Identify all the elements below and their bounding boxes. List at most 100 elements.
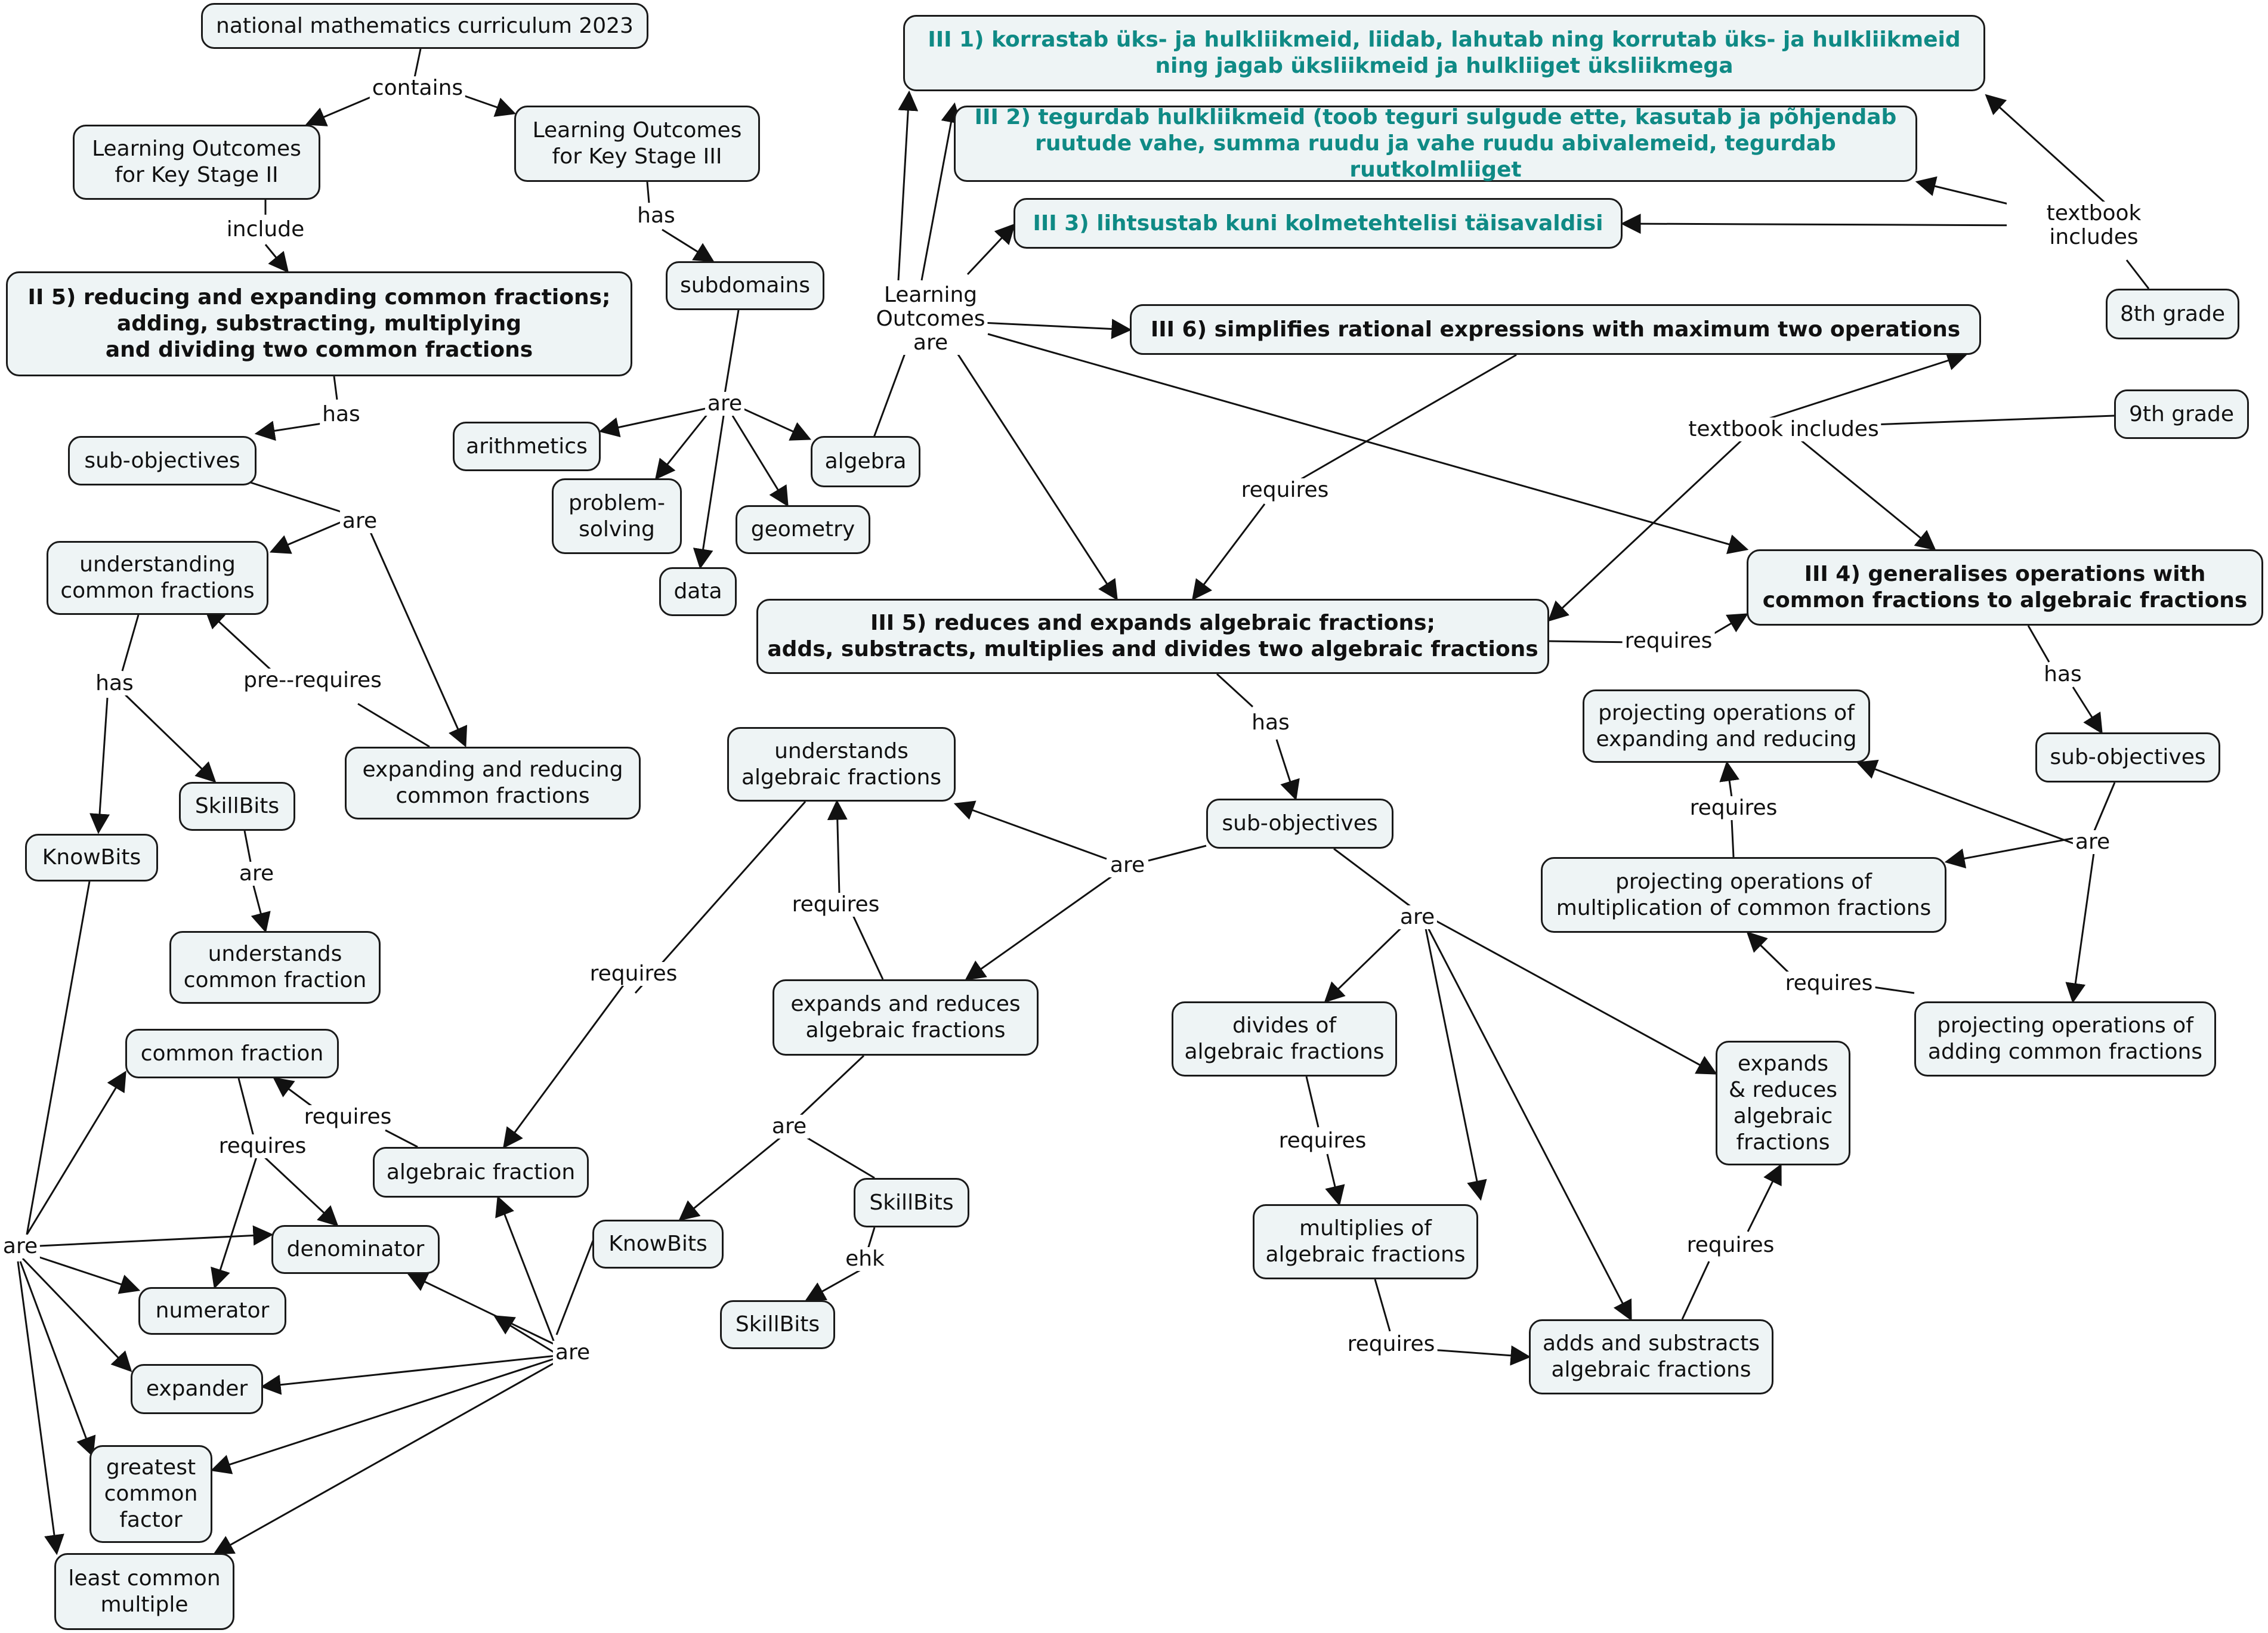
node-subdomains[interactable]: subdomains — [666, 261, 824, 310]
node-knowbits-mid[interactable]: KnowBits — [592, 1220, 724, 1269]
connector-line — [261, 1154, 339, 1227]
connector-line — [1620, 214, 2049, 234]
connector-line — [1944, 837, 2075, 869]
connector-line — [26, 1225, 274, 1248]
label-are-lower-mid: are — [552, 1341, 593, 1365]
node-skillbits-mid[interactable]: SkillBits — [854, 1178, 969, 1227]
node-iii1-text: III 1) korrastab üks- ja hulkliikmeid, l… — [928, 27, 1961, 78]
connector-line — [1681, 1261, 1710, 1320]
node-iii5[interactable]: III 5) reduces and expands algebraic fra… — [756, 599, 1549, 674]
connector-line — [210, 1357, 557, 1474]
node-algebra[interactable]: algebra — [811, 436, 920, 487]
node-understanding-cf[interactable]: understanding common fractions — [47, 541, 268, 615]
label-prerequires: pre--requires — [241, 669, 384, 692]
node-algebraic-fraction-text: algebraic fraction — [386, 1159, 576, 1184]
node-grade8[interactable]: 8th grade — [2106, 289, 2239, 339]
node-lcm-text: least common multiple — [68, 1566, 221, 1617]
node-skillbits-mid2-text: SkillBits — [735, 1312, 820, 1337]
connector-line — [1422, 1345, 1531, 1366]
node-arithmetics[interactable]: arithmetics — [453, 422, 601, 471]
node-knowbits-left[interactable]: KnowBits — [25, 834, 158, 882]
node-iii1[interactable]: III 1) korrastab üks- ja hulkliikmeid, l… — [903, 15, 1985, 91]
node-ii5[interactable]: II 5) reducing and expanding common frac… — [6, 271, 632, 376]
label-are-subdomains: are — [704, 392, 745, 416]
node-proj-adding[interactable]: projecting operations of adding common f… — [1914, 1001, 2216, 1077]
node-grade9[interactable]: 9th grade — [2114, 389, 2249, 439]
connector-line — [250, 481, 353, 517]
node-expands-reduces-af[interactable]: expands and reduces algebraic fractions — [773, 979, 1039, 1056]
node-problem-solving-text: problem- solving — [568, 490, 665, 542]
connector-line — [1148, 845, 1207, 862]
connector-line — [26, 881, 91, 1235]
connector-line — [17, 1261, 64, 1555]
connector-line — [237, 1078, 255, 1137]
node-sub-objectives-left[interactable]: sub-objectives — [68, 436, 257, 485]
node-expands-reduces-af-text: expands and reduces algebraic fractions — [790, 992, 1021, 1043]
node-expanding-reducing-cf[interactable]: expanding and reducing common fractions — [345, 747, 641, 819]
node-adds-subs-af[interactable]: adds and substracts algebraic fractions — [1529, 1319, 1773, 1394]
connector-line — [493, 1315, 557, 1355]
node-understands-af[interactable]: understands algebraic fractions — [727, 727, 956, 802]
node-sub-objectives-mid[interactable]: sub-objectives — [1206, 799, 1393, 849]
node-sub-objectives-left-text: sub-objectives — [84, 448, 240, 473]
connector-line — [852, 915, 884, 980]
label-contains: contains — [369, 76, 466, 100]
connector-line — [2027, 625, 2050, 663]
connector-line — [2072, 686, 2103, 734]
node-common-fraction-text: common fraction — [140, 1041, 324, 1066]
node-proj-expanding-text: projecting operations of expanding and r… — [1596, 700, 1857, 751]
node-understands-cf-text: understands common fraction — [183, 942, 367, 992]
connector-line — [357, 703, 430, 748]
node-proj-expanding[interactable]: projecting operations of expanding and r… — [1583, 689, 1870, 763]
connector-line — [502, 985, 625, 1149]
node-divides-af[interactable]: divides of algebraic fractions — [1172, 1001, 1397, 1077]
node-proj-mult-text: projecting operations of multiplication … — [1556, 869, 1932, 920]
connector-line — [273, 1077, 317, 1111]
connector-line — [1275, 739, 1300, 801]
connector-line — [1731, 819, 1735, 858]
node-denominator-text: denominator — [286, 1237, 425, 1261]
node-expands-reduces-af2-text: expands & reduces algebraic fractions — [1728, 1051, 1838, 1155]
connector-line — [2093, 782, 2116, 833]
node-iii6[interactable]: III 6) simplifies rational expressions w… — [1130, 304, 1981, 355]
label-has-iii4: has — [2041, 663, 2084, 686]
node-skillbits-mid2[interactable]: SkillBits — [720, 1300, 835, 1349]
node-sub-objectives-right[interactable]: sub-objectives — [2035, 732, 2220, 783]
connector-line — [385, 1129, 418, 1148]
node-lo-ks2[interactable]: Learning Outcomes for Key Stage II — [73, 125, 320, 200]
node-algebraic-fraction[interactable]: algebraic fraction — [373, 1147, 589, 1198]
connector-line — [1856, 415, 2115, 426]
node-problem-solving[interactable]: problem- solving — [552, 478, 682, 554]
connector-line — [1191, 503, 1266, 601]
node-geometry[interactable]: geometry — [736, 505, 870, 554]
node-curriculum[interactable]: national mathematics curriculum 2023 — [201, 3, 648, 49]
node-denominator[interactable]: denominator — [271, 1225, 440, 1274]
node-proj-mult[interactable]: projecting operations of multiplication … — [1541, 857, 1946, 933]
connector-line — [26, 1071, 126, 1235]
connector-line — [1374, 1279, 1391, 1332]
node-data[interactable]: data — [659, 567, 737, 616]
node-multiplies-af[interactable]: multiplies of algebraic fractions — [1253, 1204, 1478, 1279]
node-iii4[interactable]: III 4) generalises operations with commo… — [1747, 549, 2263, 626]
node-expands-reduces-af2[interactable]: expands & reduces algebraic fractions — [1716, 1041, 1850, 1165]
node-iii2[interactable]: III 2) tegurdab hulkliikmeid (toob tegur… — [954, 105, 1917, 182]
node-iii3[interactable]: III 3) lihtsustab kuni kolmetehtelisi tä… — [1014, 198, 1623, 249]
label-are-skillbits-left: are — [236, 862, 277, 886]
node-common-fraction[interactable]: common fraction — [125, 1029, 339, 1078]
node-gcf[interactable]: greatest common factor — [89, 1445, 212, 1543]
connector-line — [662, 228, 715, 262]
label-ehk: ehk — [843, 1247, 887, 1271]
node-understands-cf[interactable]: understands common fraction — [169, 931, 381, 1004]
connector-line — [121, 614, 140, 672]
label-requires-proj-exp: requires — [1687, 796, 1780, 820]
node-lo-ks3[interactable]: Learning Outcomes for Key Stage III — [514, 106, 760, 182]
connector-line — [1324, 923, 1406, 1003]
node-skillbits-left[interactable]: SkillBits — [179, 782, 295, 831]
node-numerator[interactable]: numerator — [138, 1287, 286, 1335]
label-requires-multiplies: requires — [1345, 1332, 1438, 1356]
node-expander[interactable]: expander — [131, 1364, 263, 1414]
label-are-left-subobj: are — [339, 509, 380, 533]
node-skillbits-mid-text: SkillBits — [869, 1190, 954, 1215]
node-lcm[interactable]: least common multiple — [54, 1553, 234, 1630]
